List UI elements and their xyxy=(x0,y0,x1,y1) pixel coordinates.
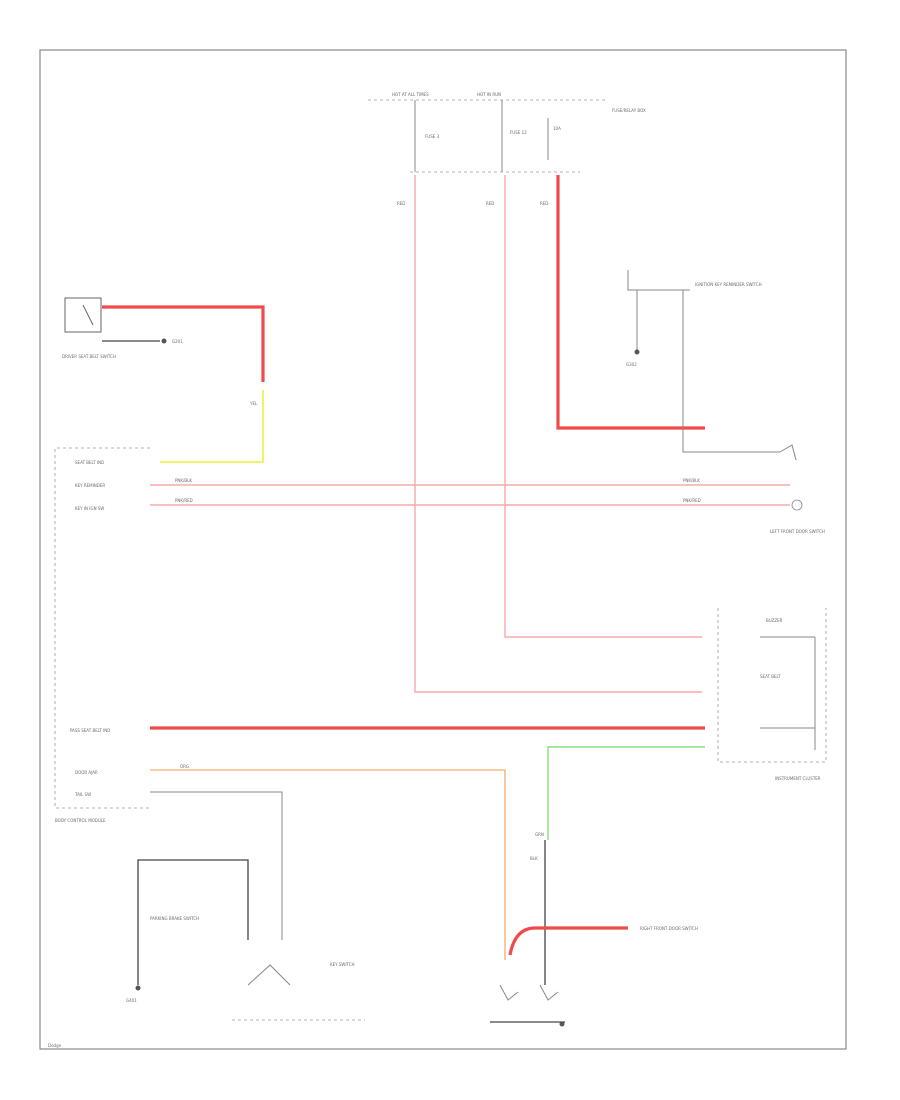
pink-wire-b xyxy=(504,175,702,638)
key-switch-contact xyxy=(247,964,291,986)
parking-brake-wire xyxy=(137,859,249,985)
wire-a-label: RED xyxy=(397,201,405,206)
bottom-ground-label: G401 xyxy=(126,998,137,1003)
ground-right-label: G302 xyxy=(626,362,637,367)
fuse-b-label: FUSE 12 xyxy=(510,130,527,135)
seatbelt-red-wire xyxy=(102,305,265,382)
yellow-wire xyxy=(160,390,264,463)
wire-c-label: RED xyxy=(540,201,548,206)
pass-seatbelt-label: PASS SEAT BELT IND xyxy=(70,728,110,733)
door-switch-contact xyxy=(779,444,797,461)
blk-label: BLK xyxy=(530,856,538,861)
bcm-label: BODY CONTROL MODULE xyxy=(55,818,106,823)
diagram-frame xyxy=(39,49,847,1050)
green-wire xyxy=(547,746,705,840)
red-power-wire xyxy=(556,175,705,430)
bcm-line-1: SEAT BELT IND xyxy=(75,460,104,465)
seatbelt-switch-box xyxy=(64,297,102,333)
bcm-outline xyxy=(54,447,150,809)
pnk-blk-label-right: PNK/BLK xyxy=(683,478,700,483)
fuse-c-label: 10A xyxy=(553,126,561,131)
grn-label: GRN xyxy=(535,832,544,837)
door-switch-contact-b xyxy=(539,984,559,1001)
key-switch-label: KEY SWITCH xyxy=(330,962,355,967)
bottom-left-ground-icon xyxy=(135,985,141,991)
cluster-inner-1: SEAT BELT xyxy=(760,674,781,679)
org-label: ORG xyxy=(180,764,189,769)
door-ajar-label: DOOR AJAR xyxy=(75,770,98,775)
fuse-box-left-label: HOT AT ALL TIMES xyxy=(392,92,429,97)
door-switch-lamp-icon xyxy=(791,499,803,511)
pnk-blk-label-left: PNK/BLK xyxy=(175,478,192,483)
tail-sw-label: TAIL SW xyxy=(74,792,91,797)
ground-left-label: G201 xyxy=(172,339,183,344)
cluster-outline xyxy=(717,608,827,763)
red-jumper-wire xyxy=(508,926,628,956)
ignition-switch-label: IGNITION KEY REMINDER SWITCH xyxy=(695,282,762,287)
orange-wire xyxy=(150,769,506,960)
parking-brake-label: PARKING BRAKE SWITCH xyxy=(150,916,199,921)
fuse-a-label: FUSE 3 xyxy=(425,134,440,139)
door-switch-contact-a xyxy=(499,984,519,1001)
seatbelt-switch-label: DRIVER SEAT BELT SWITCH xyxy=(62,354,116,359)
ign-switch-drop-b xyxy=(682,290,780,453)
bcm-line-3: KEY IN IGN SW xyxy=(75,506,104,511)
bottom-right-ground-icon xyxy=(559,1021,565,1027)
fuse-note-label: FUSE/RELAY BOX xyxy=(612,108,646,113)
footer-label: Dodge xyxy=(48,1043,62,1048)
pnk-red-label-right: PNK/RED xyxy=(683,498,701,503)
pnk-red-label-left: PNK/RED xyxy=(175,498,193,503)
bcm-line-2: KEY REMINDER xyxy=(75,483,105,488)
ground-left-icon xyxy=(161,338,167,344)
fuse-box-right-label: HOT IN RUN xyxy=(477,92,501,97)
ign-switch-wire xyxy=(627,270,690,291)
pink-wire-a xyxy=(414,175,702,693)
cluster-label: INSTRUMENT CLUSTER xyxy=(775,776,821,781)
cluster-inner-2: BUZZER xyxy=(766,618,783,623)
right-door-label: RIGHT FRONT DOOR SWITCH xyxy=(640,926,698,931)
door-switch-label: LEFT FRONT DOOR SWITCH xyxy=(770,529,825,534)
seatbelt-switch-contact xyxy=(82,304,94,326)
wire-b-label: RED xyxy=(486,201,494,206)
yel-label: YEL xyxy=(249,401,258,406)
tail-switch-wire xyxy=(150,791,283,940)
ground-right-icon xyxy=(634,349,640,355)
